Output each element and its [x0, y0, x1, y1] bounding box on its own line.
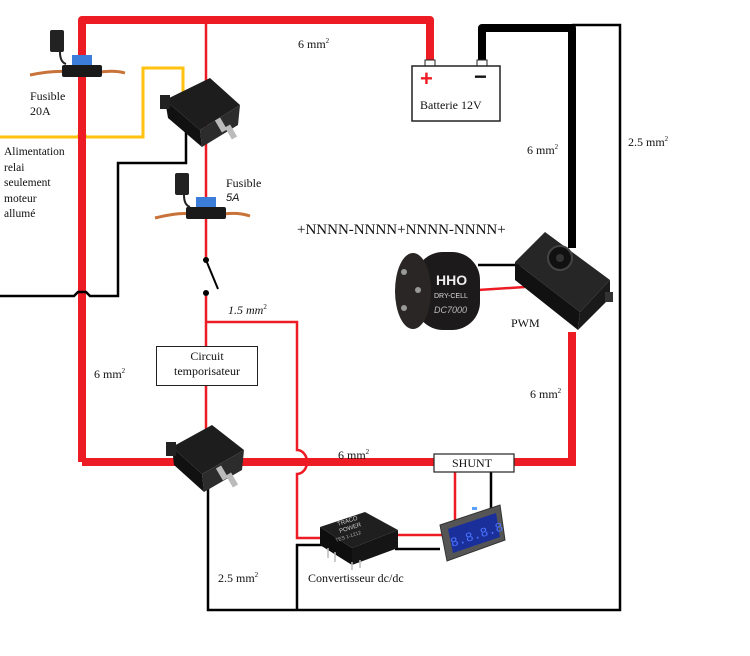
fuse-20a-icon [29, 30, 126, 77]
gauge-text: 1.5 mm [228, 303, 264, 317]
fuse-5a-icon [154, 173, 251, 220]
relay-2-icon [166, 425, 244, 492]
gauge-bottom-ground: 2.5 mm2 [218, 568, 258, 586]
gauge-left-main: 6 mm2 [94, 364, 125, 382]
gauge-text: 2.5 mm [218, 571, 255, 585]
dcdc-ground-wire [295, 543, 330, 610]
gauge-text: 2.5 mm [628, 135, 665, 149]
timer-circuit-line1: Circuit [190, 349, 224, 363]
gauge-sup: 2 [263, 303, 267, 311]
fuse-20a-label: Fusible 20A [30, 89, 65, 119]
alimentation-line3: seulement [4, 177, 51, 189]
hho-dry-cell-icon: HHO DRY-CELL DC7000 [395, 252, 480, 330]
fuse-5a-label-line2: 5A [226, 192, 240, 204]
gauge-switch-branch: 1.5 mm2 [228, 300, 267, 318]
shunt-box [433, 453, 515, 473]
fuse-20a-label-line1: Fusible [30, 89, 66, 103]
gauge-sup: 2 [664, 135, 669, 143]
battery-neg-wire [478, 24, 576, 248]
gauge-relay-to-shunt: 6 mm2 [338, 445, 369, 463]
fuse-5a-label: Fusible 5A [226, 176, 261, 206]
gauge-text: 6 mm [94, 367, 122, 381]
gauge-sup: 2 [325, 37, 330, 45]
relay1-coil-wire [0, 125, 188, 298]
hho-plate-pattern: +NNNN-NNNN+NNNN-NNNN+ [297, 222, 506, 238]
gauge-sup: 2 [557, 387, 562, 395]
alimentation-line5: allumé [4, 208, 36, 220]
hho-model-label: DC7000 [434, 305, 467, 315]
gauge-sup: 2 [121, 367, 126, 375]
pwm-label: PWM [511, 316, 540, 330]
battery-plus-sign: + [420, 66, 433, 91]
alimentation-line4: moteur [4, 192, 37, 205]
timer-circuit-box: Circuit temporisateur [156, 346, 258, 386]
gauge-sup: 2 [254, 571, 259, 579]
hho-label: HHO [436, 272, 467, 288]
gauge-top-main: 6 mm2 [298, 34, 329, 52]
relay-1-icon [160, 78, 240, 147]
ignition-wire [0, 66, 185, 139]
alimentation-line2: relai [4, 161, 25, 174]
battery [411, 59, 501, 122]
alimentation-line1: Alimentation [4, 146, 65, 158]
shunt-to-pwm-wire [514, 332, 576, 466]
dcdc-converter-icon: TRACO POWER TES 1-1212 [320, 512, 398, 570]
fuse-20a-label-line2: 20A [30, 104, 51, 118]
gauge-text: 6 mm [298, 37, 326, 51]
gauge-pwm-to-shunt: 6 mm2 [530, 384, 561, 402]
gauge-ground-right: 2.5 mm2 [628, 132, 668, 150]
switch-contact-bottom [203, 290, 209, 296]
gauge-sup: 2 [365, 448, 370, 456]
gauge-text: 6 mm [338, 448, 366, 462]
dcdc-label: Convertisseur dc/dc [308, 571, 404, 585]
shunt-label: SHUNT [452, 456, 493, 470]
gauge-text: 6 mm [530, 387, 558, 401]
alimentation-note: Alimentation relai seulement moteur allu… [4, 145, 65, 223]
fuse-5a-label-line1: Fusible [226, 176, 262, 190]
timer-circuit-line2: temporisateur [174, 364, 240, 378]
hho-to-pwm-red-wire [477, 285, 526, 292]
panel-meter-icon: 8.8.8.8 [439, 504, 506, 562]
main-power-wire [78, 16, 434, 462]
gauge-sup: 2 [554, 143, 559, 151]
battery-label: Batterie 12V [420, 98, 482, 112]
gauge-text: 6 mm [527, 143, 555, 157]
pwm-controller-icon [515, 232, 613, 330]
battery-minus-sign: − [474, 64, 487, 89]
ground-right-wire [206, 23, 622, 612]
hho-sub-label: DRY-CELL [434, 293, 468, 300]
gauge-battery-neg: 6 mm2 [527, 140, 558, 158]
switch-lever[interactable] [205, 259, 219, 290]
